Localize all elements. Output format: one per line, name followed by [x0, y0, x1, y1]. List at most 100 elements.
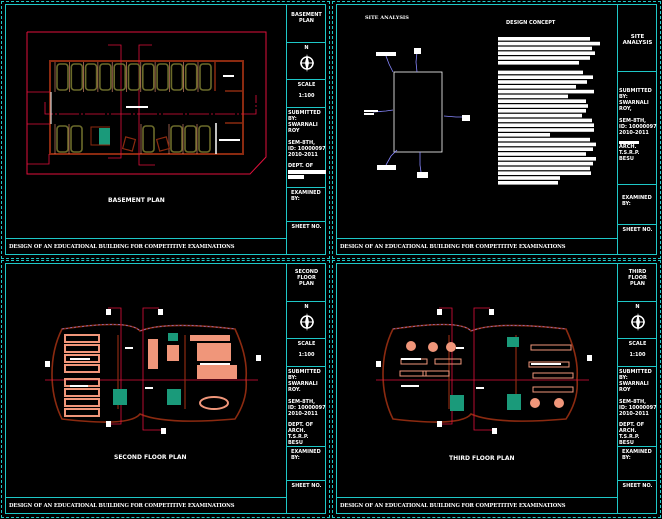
project-title: DESIGN OF AN EDUCATIONAL BUILDING FOR CO…: [5, 238, 287, 255]
tb-submitted: SUBMITTED BY: SWARNALI ROY SEM-8TH, ID: …: [618, 367, 657, 447]
section-marker: [376, 361, 381, 367]
title-block: BASEMENT PLAN N SCALE 1:100 SUBMITTED BY…: [286, 4, 326, 255]
semester: SEM-8TH,: [619, 118, 647, 124]
table-block: [167, 345, 179, 361]
semester: SEM-8TH,: [288, 140, 316, 146]
car-icon: [127, 63, 141, 91]
car-icon: [184, 125, 197, 153]
concept-text-line: [498, 166, 590, 171]
submitter-name: SWARNALI ROY: [288, 122, 318, 134]
department: ARCH. T.S.R.P.: [619, 428, 640, 440]
title-block: SECOND FLOOR PLAN N SCALE 1:100 SUBMITTE…: [286, 263, 326, 514]
section-marker: [256, 355, 261, 361]
concept-text-line: [498, 41, 600, 46]
concept-text-line: [498, 123, 594, 127]
submitter-name: SWARNALI ROY.: [288, 381, 318, 393]
parking-row-top: [54, 62, 212, 92]
concept-text-line: [498, 113, 582, 118]
basement-plan-drawing: [26, 31, 267, 175]
section-line-a: [473, 307, 493, 431]
sheet-inner-border: [336, 4, 657, 255]
car-icon: [198, 125, 211, 153]
annotation-label: [376, 52, 396, 56]
room-label: [456, 347, 464, 349]
stair: [113, 389, 127, 405]
tb-sheet-no: SHEET NO.: [291, 224, 322, 230]
tb-sheet-name: SECOND FLOOR PLAN: [287, 263, 326, 302]
concept-text-line: [498, 118, 592, 123]
room-label: [531, 363, 561, 365]
stair: [450, 395, 464, 411]
ramp-icon: [155, 136, 171, 152]
scale-value: 1:100: [298, 352, 315, 358]
drawing-title: BASEMENT PLAN: [108, 197, 165, 204]
annotation-leader: [419, 152, 422, 173]
tb-scale: SCALE 1:100: [287, 339, 326, 367]
title-block: THIRD FLOOR PLAN N SCALE 1:100 SUBMITTED…: [617, 263, 657, 514]
basement-outer-wall: [49, 60, 244, 155]
session: 2010-2011: [619, 130, 649, 136]
section-line-c: [44, 95, 257, 115]
scale-label: SCALE: [297, 341, 316, 347]
institute: BESU: [288, 440, 303, 446]
tb-submitted: SUBMITTED BY: SWARNALI ROY, SEM-8TH, ID:…: [618, 72, 657, 185]
concept-text-line: [498, 142, 596, 147]
compass-icon: [299, 313, 314, 331]
car-icon: [70, 125, 83, 153]
tb-sheet-no: SHEET NO.: [622, 483, 653, 489]
session: 2010-2011: [288, 152, 318, 158]
tb-examined: EXAMINED BY:: [618, 185, 657, 225]
tb-examined: EXAMINED BY:: [287, 447, 326, 481]
car-icon: [156, 63, 169, 91]
concept-text-line: [498, 94, 568, 99]
desk-row: [532, 372, 574, 379]
concept-text-line: [498, 152, 586, 156]
desk-row: [532, 386, 574, 393]
car-icon: [56, 63, 69, 91]
annotation-label: [377, 165, 396, 170]
stair: [168, 333, 178, 341]
compass-icon: [630, 313, 645, 331]
desk-row: [64, 408, 100, 417]
section-marker: [489, 309, 494, 315]
design-concept-text: [498, 37, 600, 185]
sheet-third-floor-plan[interactable]: THIRD FLOOR PLAN DESIGN OF AN EDUCATIONA…: [331, 259, 662, 519]
room-label: [200, 363, 230, 365]
section-line-b: [108, 44, 122, 159]
car-icon: [184, 63, 198, 91]
section-marker: [158, 309, 163, 315]
institute: BESU: [619, 156, 634, 162]
desk-row: [64, 364, 100, 373]
concept-text-line: [498, 80, 587, 84]
north-label: N: [635, 304, 640, 310]
section-line-a: [142, 307, 162, 431]
stair: [507, 394, 521, 410]
annotation-label: [364, 110, 378, 112]
glazing-line: [392, 324, 567, 332]
section-marker: [161, 428, 166, 434]
car-icon: [70, 63, 84, 91]
concept-text-line: [498, 109, 586, 113]
dept-redacted-bar: [288, 175, 304, 179]
annotation-leader: [385, 149, 398, 166]
scale-value: 1:100: [298, 93, 315, 99]
concept-text-line: [498, 181, 558, 185]
concept-text-line: [498, 89, 594, 94]
label-bar: [126, 106, 148, 108]
concept-text-line: [498, 128, 594, 132]
concept-text-line: [498, 176, 560, 180]
annotation-leader: [385, 55, 394, 73]
concept-text-line: [498, 70, 583, 75]
submitted-label: SUBMITTED BY:: [619, 88, 652, 100]
tb-submitted: SUBMITTED BY: SWARNALI ROY SEM-8TH, ID: …: [287, 108, 326, 188]
concept-text-line: [498, 37, 590, 41]
tb-sheet-no: SHEET NO.: [622, 227, 653, 233]
round-table: [446, 342, 456, 352]
sheet-site-analysis[interactable]: SITE ANALYSIS DESIGN CONCEPT DESIGN OF A…: [331, 0, 662, 260]
sheet-second-floor-plan[interactable]: SECOND FLOOR PLAN DESIGN OF AN EDUCATION…: [0, 259, 331, 519]
concept-text-line: [498, 99, 586, 103]
sheet-basement-plan[interactable]: BASEMENT PLAN DESIGN OF AN EDUCATIONAL B…: [0, 0, 331, 260]
drawing-title: THIRD FLOOR PLAN: [449, 455, 515, 462]
tb-sheet-name: THIRD FLOOR PLAN: [618, 263, 657, 302]
ramp-icon: [121, 136, 137, 152]
